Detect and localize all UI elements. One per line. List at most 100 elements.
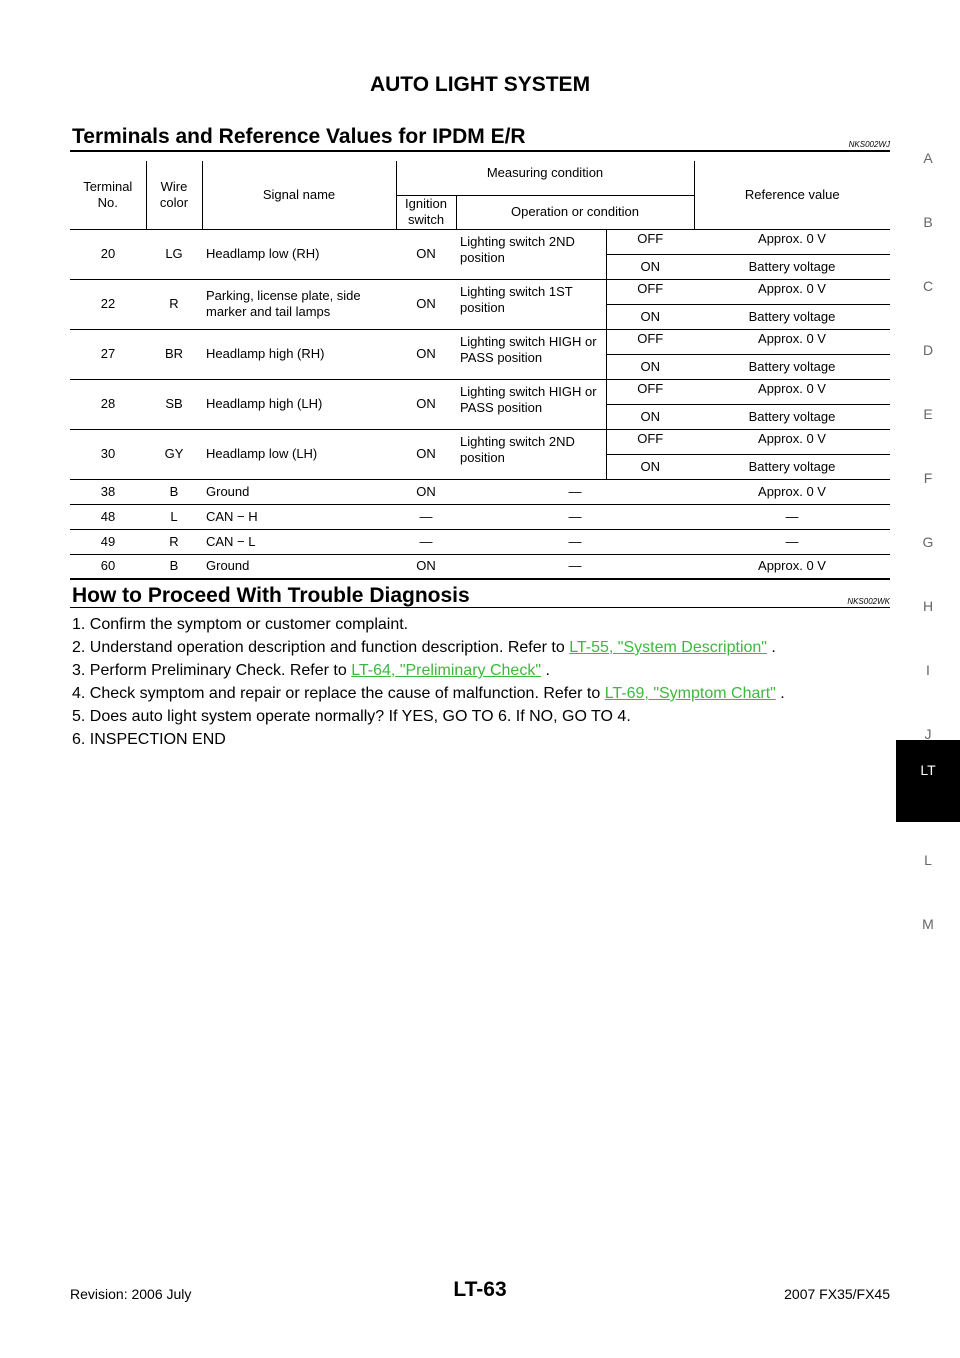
section-code-2: NKS002WK — [847, 597, 890, 606]
wire-cell: GY — [146, 429, 202, 480]
step-item: 1. Confirm the symptom or customer compl… — [72, 613, 785, 636]
side-index-letter: D — [922, 342, 934, 358]
step-item: 5. Does auto light system operate normal… — [72, 705, 785, 728]
wire-cell: SB — [146, 379, 202, 430]
condition-cell: — — [456, 479, 694, 505]
terminal-cell: 60 — [70, 554, 146, 580]
terminal-cell: 30 — [70, 429, 146, 480]
condition-cell: — — [456, 554, 694, 580]
reference-link[interactable]: LT-64, "Preliminary Check" — [351, 662, 541, 679]
value-cell: Approx. 0 V — [694, 329, 890, 355]
ignition-cell: ON — [396, 279, 456, 330]
step-text-after: . — [775, 685, 785, 702]
header-operation: Operation or condition — [455, 195, 694, 230]
state-cell: ON — [605, 454, 694, 480]
state-cell: OFF — [605, 379, 694, 405]
signal-cell: Parking, license plate, side marker and … — [202, 279, 396, 330]
side-index-letter: C — [922, 278, 934, 294]
signal-cell: Headlamp high (RH) — [202, 329, 396, 380]
state-cell: OFF — [605, 329, 694, 355]
wire-cell: B — [146, 554, 202, 580]
signal-cell: Headlamp low (RH) — [202, 229, 396, 280]
footer-revision: Revision: 2006 July — [70, 1286, 192, 1302]
diagnosis-steps: 1. Confirm the symptom or customer compl… — [72, 613, 785, 751]
condition-cell: Lighting switch 2ND position — [456, 429, 606, 480]
wire-cell: BR — [146, 329, 202, 380]
terminal-cell: 28 — [70, 379, 146, 430]
ignition-cell: ON — [396, 379, 456, 430]
wire-cell: R — [146, 529, 202, 555]
reference-table: Terminal No. Wire color Signal name Meas… — [70, 161, 890, 580]
side-index-active: LT — [896, 740, 960, 822]
wire-cell: R — [146, 279, 202, 330]
condition-cell: Lighting switch 1ST position — [456, 279, 606, 330]
terminal-cell: 22 — [70, 279, 146, 330]
reference-link[interactable]: LT-69, "Symptom Chart" — [604, 685, 776, 702]
side-index-letter: J — [924, 726, 932, 742]
ignition-cell: — — [396, 529, 456, 555]
condition-cell: — — [456, 504, 694, 530]
signal-cell: Headlamp high (LH) — [202, 379, 396, 430]
condition-cell: — — [456, 529, 694, 555]
side-index-letter: A — [923, 150, 933, 166]
step-text: 4. Check symptom and repair or replace t… — [72, 685, 605, 702]
signal-cell: CAN − L — [202, 529, 396, 555]
step-item: 3. Perform Preliminary Check. Refer to L… — [72, 659, 785, 682]
header-signal: Signal name — [201, 161, 396, 230]
ignition-cell: — — [396, 504, 456, 530]
value-cell: Battery voltage — [694, 404, 890, 430]
terminal-cell: 20 — [70, 229, 146, 280]
state-cell: OFF — [605, 229, 694, 255]
value-cell: Approx. 0 V — [694, 479, 890, 505]
value-cell: Battery voltage — [694, 254, 890, 280]
section-title-terminals: Terminals and Reference Values for IPDM … — [72, 125, 526, 148]
footer-model: 2007 FX35/FX45 — [784, 1286, 890, 1302]
state-cell: ON — [605, 304, 694, 330]
step-text: 6. INSPECTION END — [72, 731, 226, 748]
header-terminal: Terminal No. — [70, 161, 146, 230]
value-cell: — — [694, 504, 890, 530]
footer-page-number: LT-63 — [453, 1278, 507, 1301]
state-cell: ON — [605, 354, 694, 380]
condition-cell: Lighting switch 2ND position — [456, 229, 606, 280]
terminal-cell: 27 — [70, 329, 146, 380]
page-title: AUTO LIGHT SYSTEM — [369, 73, 591, 96]
signal-cell: Headlamp low (LH) — [202, 429, 396, 480]
side-index-letter: I — [926, 662, 930, 678]
side-index-letter: B — [923, 214, 933, 230]
header-measuring: Measuring condition — [395, 161, 694, 196]
header-reference: Reference value — [693, 161, 890, 230]
side-index-letter: L — [924, 852, 932, 868]
ignition-cell: ON — [396, 554, 456, 580]
value-cell: — — [694, 529, 890, 555]
step-item: 2. Understand operation description and … — [72, 636, 785, 659]
state-cell: ON — [605, 404, 694, 430]
section-code: NKS002WJ — [848, 140, 890, 149]
value-cell: Approx. 0 V — [694, 379, 890, 405]
terminal-cell: 49 — [70, 529, 146, 555]
step-text: 2. Understand operation description and … — [72, 639, 570, 656]
state-cell: OFF — [605, 429, 694, 455]
value-cell: Battery voltage — [694, 454, 890, 480]
condition-cell: Lighting switch HIGH or PASS position — [456, 329, 606, 380]
side-index-letter: M — [922, 916, 934, 932]
ignition-cell: ON — [396, 229, 456, 280]
signal-cell: Ground — [202, 479, 396, 505]
step-text-after: . — [541, 662, 550, 679]
wire-cell: LG — [146, 229, 202, 280]
step-text-after: . — [766, 639, 776, 656]
step-item: 4. Check symptom and repair or replace t… — [72, 682, 785, 705]
side-index-letter: F — [923, 470, 933, 486]
ignition-cell: ON — [396, 329, 456, 380]
reference-link[interactable]: LT-55, "System Description" — [569, 639, 767, 656]
step-text: 5. Does auto light system operate normal… — [72, 708, 631, 725]
